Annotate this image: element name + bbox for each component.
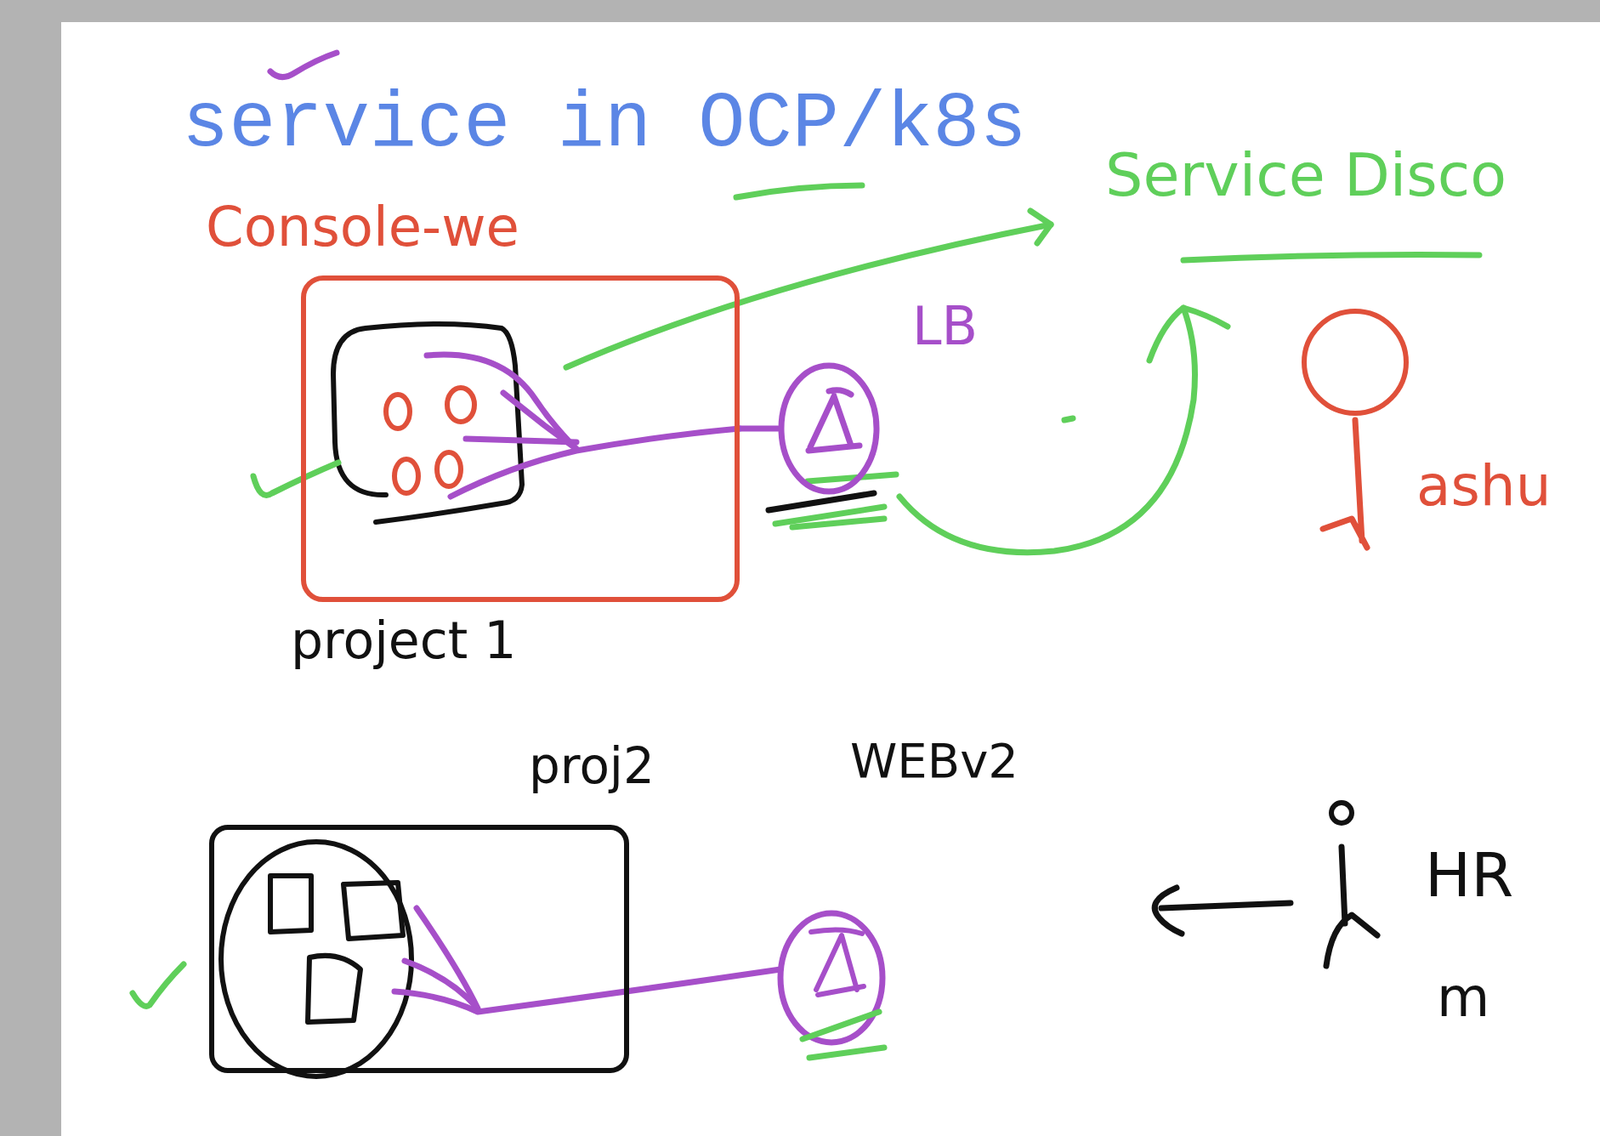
load-balancer-circle [780, 913, 883, 1043]
box-outline [300, 275, 740, 602]
person-head [1304, 311, 1407, 414]
project-box: Console-we project 1 [195, 193, 757, 704]
person-label: m [1436, 967, 1490, 1027]
project-label: project 1 [290, 612, 517, 669]
load-balancer-symbol [808, 390, 860, 451]
dot [1064, 418, 1073, 420]
inner-ellipse [221, 841, 412, 1077]
discovery-arrow [566, 224, 1051, 368]
underline [768, 493, 874, 511]
lb-label: LB [912, 297, 978, 356]
pod-square [343, 882, 403, 939]
box-outline [209, 824, 630, 1073]
check-mark [132, 964, 184, 1006]
traffic-line [426, 354, 577, 449]
load-balancer-shape [777, 362, 880, 495]
project-box: proj2 [209, 739, 635, 1075]
underline [792, 518, 885, 528]
connector-line [739, 425, 778, 432]
pod-circle [447, 387, 475, 422]
load-balancer-symbol [811, 929, 864, 995]
person-body [1322, 419, 1368, 548]
underline [1183, 255, 1480, 261]
check-mark [253, 462, 339, 496]
check-mark [270, 52, 337, 78]
person-head [1331, 802, 1352, 823]
pointer-arrow [1154, 887, 1291, 934]
person-body [1326, 846, 1378, 966]
load-balancer-outline [777, 362, 880, 495]
app-version-label: WEBv2 [850, 734, 1019, 788]
person-label: HR [1424, 841, 1514, 909]
pod-circle [394, 459, 419, 494]
pod-circle [385, 394, 410, 429]
load-balancer: LB [769, 297, 1025, 536]
traffic-line [450, 428, 740, 497]
traffic-line [394, 969, 781, 1012]
load-balancer-circle [781, 365, 877, 492]
pod-square [307, 955, 361, 1022]
arrow-head [503, 392, 577, 449]
title: service in OCP/k8s [181, 81, 1027, 168]
person-label: ashu [1416, 455, 1552, 518]
arrow-head [1030, 210, 1051, 244]
project-label: proj2 [528, 739, 655, 795]
project-heading: Console-we [205, 197, 520, 257]
pod-square [270, 875, 312, 932]
pod-circle [436, 452, 461, 487]
underline [802, 1011, 885, 1058]
connector [739, 428, 778, 430]
service-discovery-label: Service Disco [1105, 142, 1507, 209]
underline [736, 185, 863, 198]
arrow-head [1149, 307, 1228, 361]
